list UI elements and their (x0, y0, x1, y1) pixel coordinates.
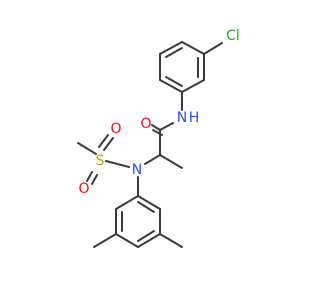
chlorophenyl-ring (159, 41, 205, 93)
bond (93, 233, 117, 248)
bond (144, 154, 161, 165)
bond (98, 134, 109, 148)
chlorine-atom-label: Cl (226, 28, 240, 44)
sulfur-atom-label: S (96, 153, 105, 169)
bond (115, 233, 139, 248)
dimethylphenyl-ring (115, 195, 161, 248)
bond (159, 154, 183, 169)
bond (203, 42, 223, 55)
bond (159, 41, 183, 55)
bond (181, 79, 205, 93)
bond (159, 233, 183, 248)
bond (159, 79, 183, 93)
bond (86, 171, 93, 182)
bond (137, 233, 161, 248)
bond (137, 195, 161, 210)
amide-nitrogen-label: N (177, 110, 187, 126)
bond (151, 124, 161, 131)
bond (181, 41, 205, 55)
bond (115, 195, 139, 210)
carbonyl-oxygen-label: O (140, 116, 151, 132)
bond (165, 76, 183, 87)
sulfonyl-oxygen-lower-label: O (78, 181, 89, 197)
bond (165, 47, 183, 58)
bond (77, 142, 97, 155)
bond (137, 201, 155, 213)
sulfonyl-oxygen-upper-label: O (110, 121, 121, 137)
amide-hydrogen-label: H (189, 110, 200, 126)
bond (103, 137, 114, 151)
bond (91, 174, 98, 185)
sulfonamide-nitrogen-label: N (132, 162, 142, 178)
molecule-structure: Cl N H O N S O O (77, 28, 240, 248)
bond (105, 160, 130, 168)
bond (159, 122, 174, 131)
bond (137, 230, 155, 242)
